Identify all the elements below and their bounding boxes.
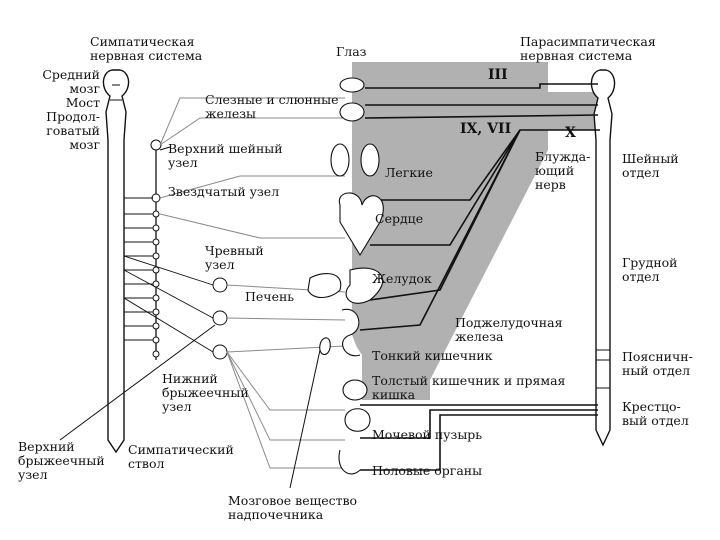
lumbar-line1: Поясничн- — [622, 349, 693, 364]
superior-cervical-line1: Верхний шейный — [168, 141, 283, 156]
celiac-line2: узел — [205, 257, 235, 272]
label-leaders — [59, 146, 321, 489]
inferior-mesenteric-line1: Нижний — [162, 371, 218, 386]
lumbar-section-label: Поясничн- ный отдел — [622, 350, 693, 378]
prevertebral-ganglia — [123, 255, 228, 360]
celiac-ganglion-label: Чревный узел — [205, 244, 264, 272]
sympathetic-header-line1: Симпатическая — [90, 34, 195, 49]
lumbar-line2: ный отдел — [622, 363, 691, 378]
superior-mesenteric-line2: брыжеечный — [18, 453, 105, 468]
adrenal-medulla-line1: Мозговое вещество — [228, 493, 358, 508]
adrenal-medulla-label: Мозговое вещество надпочечника — [228, 494, 357, 522]
large-intestine-label: Толстый кишечник и прямая кишка — [372, 374, 565, 402]
vagus-line1: Блужда- — [535, 149, 591, 164]
parasympathetic-header-line1: Парасимпатическая — [520, 34, 656, 49]
cervical-line1: Шейный — [622, 151, 679, 166]
medulla-label-3: мозг — [69, 137, 100, 152]
sympathetic-trunk-label: Симпатический ствол — [128, 443, 234, 471]
sympathetic-chain — [150, 139, 162, 360]
adrenal-medulla-line2: надпочечника — [228, 507, 324, 522]
superior-mesenteric-line1: Верхний — [18, 439, 75, 454]
thoracic-section-label: Грудной отдел — [622, 256, 678, 284]
stomach-label: Желудок — [372, 271, 432, 286]
glands-line2: железы — [205, 106, 257, 121]
superior-cervical-line2: узел — [168, 155, 198, 170]
cranial-nerves-9-7-label: IX, VII — [460, 121, 512, 137]
eye-label: Глаз — [336, 44, 367, 59]
pancreas-line2: железа — [455, 329, 504, 344]
bladder-label: Мочевой пузырь — [372, 427, 483, 442]
small-intestine-label: Тонкий кишечник — [372, 348, 493, 363]
inferior-mesenteric-ganglion-label: Нижний брыжеечный узел — [162, 372, 249, 414]
spinal-chain-connectors — [124, 197, 153, 341]
superior-mesenteric-ganglion-label: Верхний брыжеечный узел — [18, 440, 105, 482]
midbrain-label-2: мозг — [69, 81, 100, 96]
sympathetic-trunk-line1: Симпатический — [128, 442, 234, 457]
superior-mesenteric-line3: узел — [18, 467, 48, 482]
cranial-nerve-10-label: X — [565, 125, 576, 141]
cranial-nerve-3-label: III — [488, 67, 508, 83]
large-intestine-line2: кишка — [372, 387, 416, 402]
glands-line1: Слезные и слюнные — [205, 92, 339, 107]
sympathetic-spinal-cord — [102, 69, 130, 454]
inferior-mesenteric-line2: брыжеечный — [162, 385, 249, 400]
organ-shapes — [307, 77, 384, 475]
pancreas-label: Поджелудочная железа — [455, 316, 562, 344]
parasympathetic-spinal-cord — [590, 69, 616, 447]
heart-shape — [338, 192, 384, 257]
sympathetic-fibers — [159, 97, 346, 469]
eye-shape — [339, 77, 365, 93]
cervical-line2: отдел — [622, 165, 660, 180]
parasympathetic-nerves — [359, 83, 600, 471]
sacral-line2: вый отдел — [622, 413, 689, 428]
sacral-line1: Крестцо- — [622, 399, 681, 414]
parasympathetic-shaded-region — [352, 62, 600, 400]
vagus-line3: нерв — [535, 177, 566, 192]
medulla-label-2: говатый — [46, 123, 100, 138]
vagus-line2: ющий — [535, 163, 575, 178]
celiac-line1: Чревный — [205, 243, 264, 258]
parasympathetic-header: Парасимпатическая нервная система — [520, 35, 656, 63]
liver-label: Печень — [245, 289, 295, 304]
pancreas-line1: Поджелудочная — [455, 315, 563, 330]
intestine-shape — [341, 308, 361, 357]
stellate-ganglion-label: Звездчатый узел — [168, 184, 280, 199]
parasympathetic-header-line2: нервная система — [520, 48, 633, 63]
brain-labels: Средний мозг Мост Продол- говатый мозг — [18, 68, 100, 152]
heart-label: Сердце — [375, 211, 424, 226]
glands-label: Слезные и слюнные железы — [205, 93, 339, 121]
superior-cervical-ganglion-label: Верхний шейный узел — [168, 142, 283, 170]
sacral-section-label: Крестцо- вый отдел — [622, 400, 689, 428]
thoracic-line1: Грудной — [622, 255, 678, 270]
thoracic-line2: отдел — [622, 269, 660, 284]
liver-shape — [307, 272, 342, 299]
midbrain-label-1: Средний — [42, 67, 100, 82]
pons-label: Мост — [65, 95, 100, 110]
cervical-section-label: Шейный отдел — [622, 152, 679, 180]
large-intestine-line1: Толстый кишечник и прямая — [372, 373, 566, 388]
genitals-label: Половые органы — [372, 463, 483, 478]
medulla-label-1: Продол- — [46, 109, 100, 124]
vagus-nerve-label: Блужда- ющий нерв — [535, 150, 590, 192]
lungs-label: Легкие — [385, 165, 433, 180]
sympathetic-header-line2: нервная система — [90, 48, 203, 63]
genitals-shape — [338, 449, 361, 475]
sympathetic-header: Симпатическая нервная система — [90, 35, 202, 63]
sympathetic-trunk-line2: ствол — [128, 456, 165, 471]
stomach-shape — [345, 267, 383, 304]
inferior-mesenteric-line3: узел — [162, 399, 192, 414]
